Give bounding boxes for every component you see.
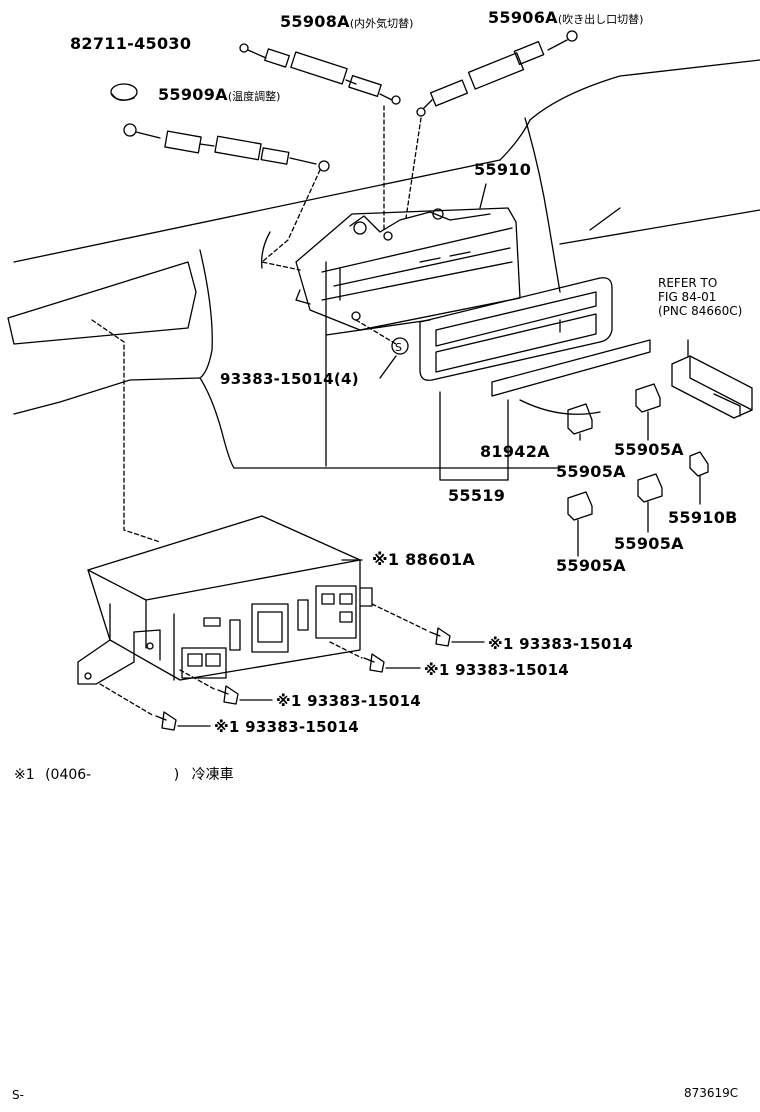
screw-symbol-s (391, 337, 409, 355)
footnote-mark: ※1 (14, 767, 35, 783)
knob-55905a-3 (637, 473, 663, 533)
label-55519: 55519 (448, 486, 506, 505)
screw-3 (179, 669, 273, 705)
leader-screw-qty (379, 355, 397, 379)
bezel-55519 (419, 277, 613, 381)
footnote: ※1 (0406- ) 冷凍車 (14, 764, 234, 784)
footer-left-code: S- (12, 1088, 24, 1102)
dashboard-outline (7, 59, 760, 469)
label-55906a-note: (吹き出し口切替) (557, 13, 644, 26)
label-81942a: 81942A (480, 442, 550, 461)
screw-leader (355, 319, 397, 345)
refer-line-1: REFER TO (658, 276, 718, 290)
knob-55905a-1 (567, 403, 593, 441)
label-screw-2: ※1 93383-15014 (424, 661, 570, 679)
label-screw-4: ※1 93383-15014 (214, 718, 360, 736)
footnote-range-close: ) (173, 767, 180, 783)
label-55908a: 55908A(内外気切替) (280, 14, 413, 30)
label-55906a: 55906A(吹き出し口切替) (488, 10, 643, 26)
label-screw-qty: 93383-15014(4) (220, 370, 359, 388)
label-82711-45030: 82711-45030 (70, 34, 192, 53)
heater-control-55910 (295, 207, 521, 331)
screw-1 (371, 603, 485, 647)
label-55909a-note: (温度調整) (227, 90, 281, 103)
strip-81942a (491, 339, 651, 397)
leader-dash-unit (91, 319, 161, 543)
label-55905a-3: 55905A (614, 534, 684, 553)
screw-4 (99, 683, 211, 731)
cable-55906a (416, 30, 578, 117)
footnote-text: 冷凍車 (191, 767, 234, 783)
label-188601a: ※1 88601A (372, 550, 476, 569)
knob-55905a-2 (635, 383, 661, 441)
bulb-55910b (689, 451, 709, 505)
knob-55905a-4 (567, 491, 593, 557)
label-55910: 55910 (474, 160, 532, 179)
footnote-range: (0406- (45, 767, 92, 783)
footer-illustration-number: 873619C (684, 1086, 739, 1100)
cable-55908a (239, 43, 401, 105)
label-55910b: 55910B (668, 508, 738, 527)
label-55908a-number: 55908A (280, 12, 350, 31)
clip-82711-45030 (110, 83, 138, 101)
label-screw-1: ※1 93383-15014 (488, 635, 634, 653)
dashboard-glovebox-opening (7, 261, 197, 345)
switch-84660c (671, 339, 753, 419)
label-55909a-number: 55909A (158, 85, 228, 104)
screw-2 (329, 641, 421, 673)
screw-symbol-letter: S (395, 341, 402, 354)
label-55909a: 55909A(温度調整) (158, 87, 280, 103)
label-refer-to: REFER TO FIG 84-01 (PNC 84660C) (658, 276, 743, 318)
label-screw-3: ※1 93383-15014 (276, 692, 422, 710)
label-55905a-1: 55905A (556, 462, 626, 481)
label-55908a-note: (内外気切替) (349, 17, 414, 30)
control-unit-88601a (77, 515, 373, 685)
leader-55910 (479, 183, 487, 209)
label-55905a-4: 55905A (556, 556, 626, 575)
label-55905a-2: 55905A (614, 440, 684, 459)
refer-line-2: FIG 84-01 (658, 289, 717, 304)
cable-55909a (123, 123, 330, 172)
label-55906a-number: 55906A (488, 8, 558, 27)
cable-leaders (261, 105, 422, 271)
refer-line-3: (PNC 84660C) (658, 303, 743, 318)
bracket-55519 (439, 391, 509, 481)
